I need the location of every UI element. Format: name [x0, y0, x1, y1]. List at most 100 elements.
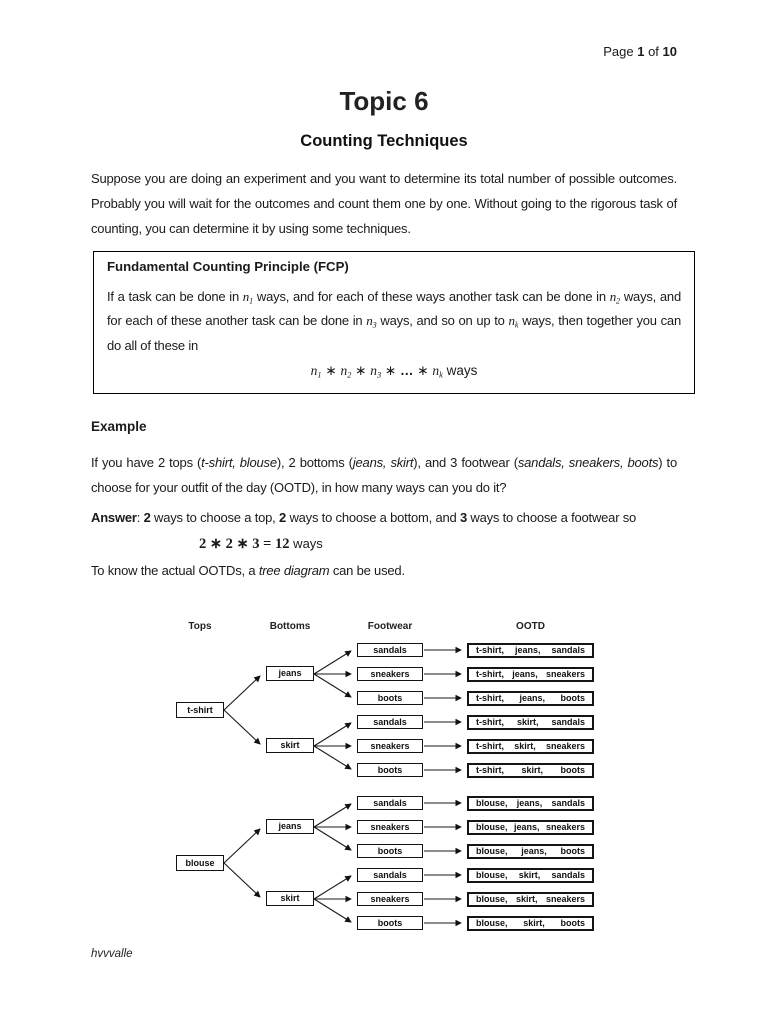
multiply-operator: ∗ [417, 362, 429, 378]
tree-box-bottom-skirt-1: skirt [266, 738, 314, 753]
tree-box-bottom-jeans-1: jeans [266, 666, 314, 681]
math-sub: k [514, 320, 519, 330]
answer-text: ways to choose a bottom, and [286, 510, 460, 525]
answer-text: : [136, 510, 144, 525]
ootd-part: blouse, [476, 918, 508, 928]
ways-label: ways [446, 362, 478, 378]
page-label-prefix: Page [603, 44, 634, 59]
ways-label: ways [289, 536, 323, 551]
ootd-part: jeans, [513, 822, 540, 832]
ootd-part: t-shirt, [476, 645, 504, 655]
intro-paragraph: Suppose you are doing an experiment and … [91, 171, 677, 236]
ootd-part: sandals [551, 645, 585, 655]
tree-box-footwear: boots [357, 916, 423, 930]
tree-box-ootd: t-shirt,skirt,boots [467, 763, 594, 778]
fcp-body: If a task can be done in n 1 ways, and fo… [107, 287, 681, 356]
ootd-part: jeans, [516, 798, 543, 808]
tree-box-footwear: sneakers [357, 820, 423, 834]
math-base: n [366, 313, 373, 329]
math-var-n1: n1 [311, 363, 322, 380]
answer-count-bottoms: 2 [279, 510, 287, 525]
example-text: If you have 2 tops ( [91, 455, 202, 470]
tree-diagram: Tops Bottoms Footwear OOTD t-shirt blous… [0, 615, 768, 950]
note-italic-tree-diagram: tree diagram [258, 563, 330, 578]
math-base: n [432, 362, 440, 378]
tree-header-bottoms: Bottoms [269, 621, 311, 632]
ootd-part: skirt, [514, 741, 536, 751]
ootd-part: sneakers [545, 894, 585, 904]
math-sub: 2 [347, 370, 352, 380]
math-sub: 3 [372, 320, 377, 330]
tree-box-footwear: boots [357, 763, 423, 777]
ootd-part: boots [560, 693, 585, 703]
ootd-part: jeans, [521, 846, 547, 856]
ootd-part: boots [560, 846, 586, 856]
ootd-part: t-shirt, [476, 693, 504, 703]
ootd-part: skirt, [518, 870, 541, 880]
tree-box-footwear: sandals [357, 868, 423, 882]
ootd-part: skirt, [521, 765, 543, 775]
answer-count-footwear: 3 [459, 510, 467, 525]
answer-text: ways to choose a footwear so [467, 510, 637, 525]
tree-box-top-blouse: blouse [176, 855, 224, 871]
tree-box-footwear: sneakers [357, 892, 423, 906]
ootd-part: jeans, [514, 645, 541, 655]
ellipsis: … [400, 362, 414, 378]
fcp-body-text: If a task can be done in [107, 289, 243, 304]
ootd-part: t-shirt, [476, 717, 504, 727]
doc-title: Topic 6 [339, 86, 429, 116]
tree-header-ootd: OOTD [516, 621, 545, 632]
math-base: n [609, 289, 617, 304]
ootd-part: sneakers [545, 669, 585, 679]
ootd-part: sneakers [545, 741, 585, 751]
tree-box-ootd: t-shirt, skirt, sandals [467, 715, 594, 730]
fcp-body-text: ways, and for each of these another task… [107, 289, 681, 329]
tree-box-ootd: blouse,jeans,sandals [467, 796, 594, 811]
tree-box-bottom-skirt-2: skirt [266, 891, 314, 906]
multiply-operator: ∗ [355, 362, 367, 378]
tree-box-bottom-jeans-2: jeans [266, 819, 314, 834]
answer-formula: 2 ∗ 2 ∗ 3 = 12 ways [199, 536, 323, 553]
answer-line: Answer: 2 ways to choose a top, 2 ways t… [91, 510, 677, 525]
answer-count-tops: 2 [143, 510, 151, 525]
math-sub: k [439, 370, 443, 380]
math-sub: 1 [249, 296, 254, 306]
ootd-part: skirt, [516, 717, 539, 727]
tree-box-ootd: blouse, skirt, boots [467, 916, 594, 931]
answer-label: Answer [91, 510, 137, 525]
tree-box-ootd: t-shirt, jeans, sandals [467, 643, 594, 658]
doc-subtitle: Counting Techniques [300, 132, 468, 150]
math-sub: 2 [616, 296, 621, 306]
math-var-n2: n2 [340, 362, 352, 380]
ootd-part: jeans, [512, 669, 538, 679]
page-total-value: 10 [662, 44, 677, 59]
fcp-heading: Fundamental Counting Principle (FCP) [107, 259, 349, 274]
tree-box-footwear: sandals [357, 796, 423, 810]
math-sub: 1 [317, 370, 322, 380]
tree-box-footwear: sneakers [357, 667, 423, 681]
ootd-part: skirt, [523, 918, 545, 928]
ootd-part: sandals [551, 870, 585, 880]
ootd-part: blouse, [476, 870, 508, 880]
math-var-nk: nk [508, 313, 519, 330]
math-base: n [508, 313, 516, 329]
page-of-label: of [648, 44, 659, 59]
tree-box-ootd: t-shirt,jeans,boots [467, 691, 594, 706]
multiply-operator: ∗ [325, 362, 337, 378]
math-var-nk: nk [432, 362, 443, 380]
fcp-box: Fundamental Counting Principle (FCP) If … [93, 251, 695, 394]
math-sub: 3 [376, 370, 382, 380]
example-text: ) to choose for your outfit of the day (… [91, 455, 677, 495]
ootd-part: boots [560, 918, 586, 928]
answer-text: ways to choose a top, [150, 510, 279, 525]
math-base: n [340, 362, 348, 378]
footer-author: hvvvalle [91, 948, 133, 960]
note-text: To know the actual OOTDs, a [91, 563, 259, 578]
ootd-part: sandals [551, 717, 585, 727]
tree-box-ootd: blouse,jeans,boots [467, 844, 594, 859]
example-text: ), and 3 footwear ( [413, 455, 518, 470]
fcp-body-text: ways, then together you can do all of th… [107, 313, 681, 353]
fcp-formula: n1 ∗ n2 ∗ n3 ∗ … ∗ nk ways [107, 363, 681, 380]
math-var-n2: n2 [609, 289, 621, 306]
